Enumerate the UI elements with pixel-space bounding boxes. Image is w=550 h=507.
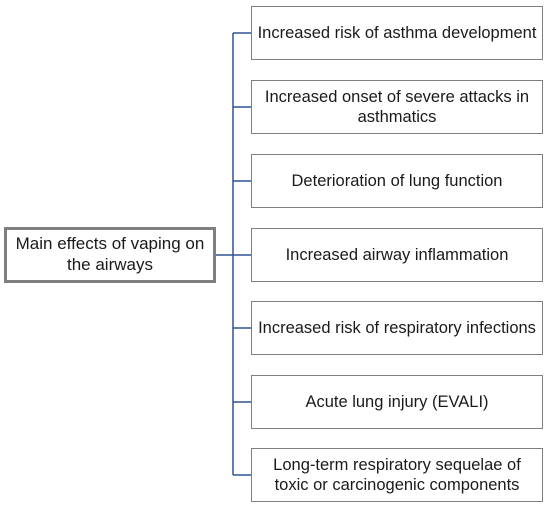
effect-box-long-term-sequelae: Long-term respiratory sequelae of toxic …	[251, 448, 543, 502]
effect-label: Increased airway inflammation	[285, 245, 509, 264]
effect-label: Increased onset of severe attacks in ast…	[264, 87, 530, 126]
root-box: Main effects of vaping on the airways	[4, 227, 216, 283]
effect-box-airway-inflammation: Increased airway inflammation	[251, 228, 543, 282]
effect-box-severe-attacks: Increased onset of severe attacks in ast…	[251, 80, 543, 134]
root-label: Main effects of vaping on the airways	[15, 234, 205, 274]
effect-label: Increased risk of respiratory infections	[258, 318, 536, 337]
effect-label: Long-term respiratory sequelae of toxic …	[273, 455, 521, 494]
effect-label: Deterioration of lung function	[291, 171, 503, 190]
effect-box-lung-function: Deterioration of lung function	[251, 154, 543, 208]
effect-label: Acute lung injury (EVALI)	[305, 392, 489, 411]
effect-box-acute-lung-injury: Acute lung injury (EVALI)	[251, 375, 543, 429]
effect-box-asthma-risk: Increased risk of asthma development	[251, 6, 543, 60]
effect-label: Increased risk of asthma development	[257, 23, 537, 42]
effect-box-respiratory-infections: Increased risk of respiratory infections	[251, 301, 543, 355]
